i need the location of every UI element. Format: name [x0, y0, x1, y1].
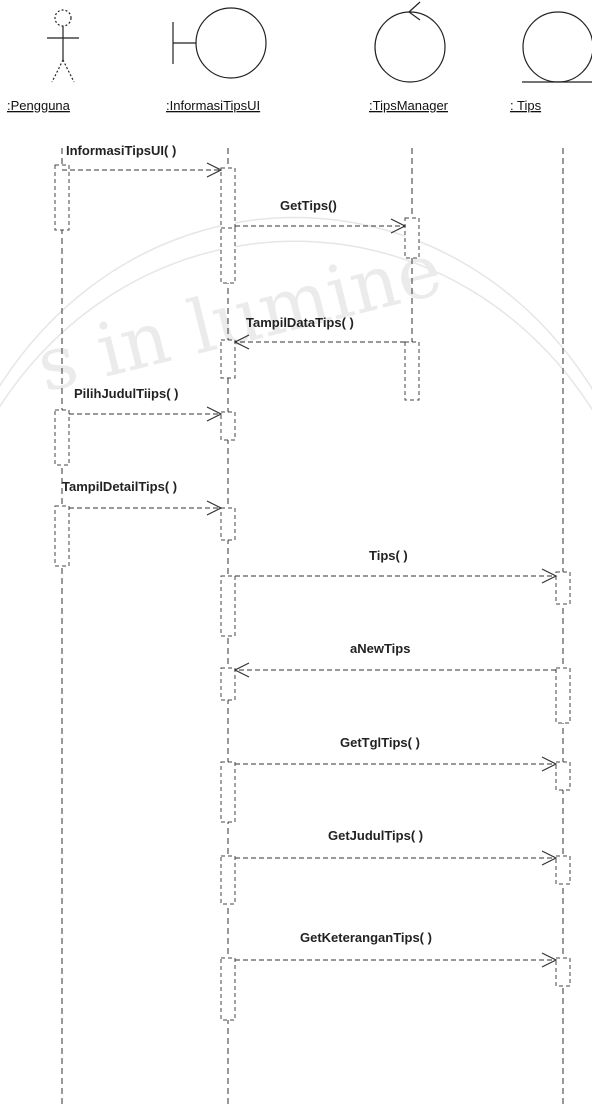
activation-tips-4 [555, 855, 571, 885]
watermark-text: s in lumine [29, 226, 451, 409]
message-pilih-judul-tips: PilihJudulTiips( ) [69, 386, 223, 422]
activation-informasi-4 [220, 411, 236, 441]
message-label: aNewTips [350, 641, 410, 656]
control-icon [374, 1, 446, 83]
entity-icon [522, 11, 592, 83]
message-get-tips: GetTips() [235, 198, 407, 234]
activation-tips-5 [555, 957, 571, 987]
lifeline-label-manager: :TipsManager [369, 98, 449, 113]
activation-informasi-10 [220, 957, 236, 1021]
message-tips-constructor: Tips( ) [235, 548, 558, 584]
message-get-tgl-tips: GetTglTips( ) [235, 735, 558, 772]
actor-icon [47, 9, 79, 83]
activation-tips-1 [555, 571, 571, 605]
message-tampil-detail-tips: TampilDetailTips( ) [62, 479, 223, 516]
message-tampil-data-tips: TampilDataTips( ) [233, 315, 405, 350]
activation-informasi-1 [220, 167, 236, 229]
activation-informasi-5 [220, 507, 236, 541]
activation-informasi-6 [220, 575, 236, 637]
activation-tips-3 [555, 761, 571, 791]
activation-pengguna-3 [54, 505, 70, 567]
message-label: TampilDetailTips( ) [62, 479, 177, 494]
message-label: GetJudulTips( ) [328, 828, 423, 843]
message-label: TampilDataTips( ) [246, 315, 354, 330]
message-label: GetKeteranganTips( ) [300, 930, 432, 945]
message-label: Tips( ) [369, 548, 408, 563]
activation-pengguna-1 [54, 164, 70, 231]
activation-informasi-8 [220, 761, 236, 823]
message-get-judul-tips: GetJudulTips( ) [235, 828, 558, 866]
message-get-keterangan-tips: GetKeteranganTips( ) [235, 930, 558, 968]
activation-informasi-2 [220, 227, 236, 284]
message-label: InformasiTipsUI( ) [66, 143, 176, 158]
activation-informasi-7 [220, 667, 236, 701]
message-label: GetTglTips( ) [340, 735, 420, 750]
activation-informasi-9 [220, 855, 236, 905]
message-label: GetTips() [280, 198, 337, 213]
message-label: PilihJudulTiips( ) [74, 386, 178, 401]
activation-manager-2 [404, 341, 420, 401]
activation-tips-2 [555, 667, 571, 724]
lifeline-label-informasi: :InformasiTipsUI [166, 98, 260, 113]
lifeline-label-tips: : Tips [510, 98, 542, 113]
message-informasi-tips-ui: InformasiTipsUI( ) [62, 143, 223, 178]
activation-manager-1 [404, 217, 420, 259]
activation-pengguna-2 [54, 409, 70, 466]
boundary-icon [172, 7, 267, 79]
lifeline-label-pengguna: :Pengguna [7, 98, 71, 113]
message-a-new-tips: aNewTips [233, 641, 556, 678]
activation-informasi-3 [220, 339, 236, 379]
